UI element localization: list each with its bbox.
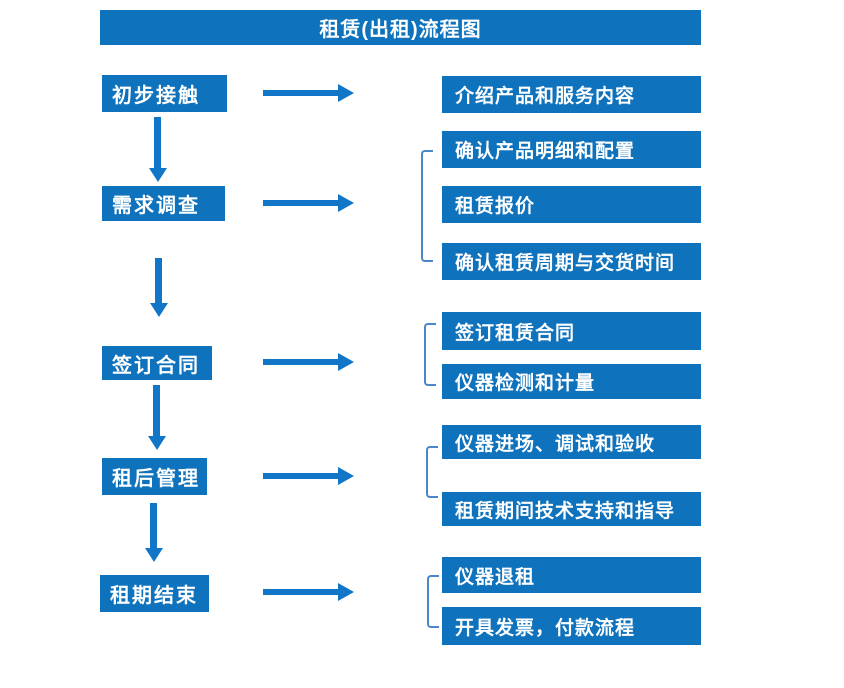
group-bracket bbox=[421, 150, 433, 262]
detail-box-confirm-period-delivery: 确认租赁周期与交货时间 bbox=[442, 243, 701, 280]
arrow-right-icon bbox=[263, 467, 354, 485]
arrow-head bbox=[150, 303, 168, 317]
stage-label: 租后管理 bbox=[112, 468, 200, 490]
arrow-head bbox=[338, 353, 354, 371]
detail-label: 租赁期间技术支持和指导 bbox=[455, 500, 676, 522]
detail-box-product-intro: 介绍产品和服务内容 bbox=[442, 76, 701, 113]
detail-label: 介绍产品和服务内容 bbox=[455, 86, 636, 107]
detail-box-rental-quote: 租赁报价 bbox=[442, 186, 701, 223]
detail-box-instrument-setup-acceptance: 仪器进场、调试和验收 bbox=[442, 425, 701, 459]
group-bracket bbox=[424, 323, 436, 386]
arrow-head bbox=[338, 583, 354, 601]
arrow-down-icon bbox=[150, 258, 168, 317]
page-title: 租赁(出租)流程图 bbox=[319, 19, 482, 41]
arrow-shaft bbox=[155, 258, 162, 303]
arrow-down-icon bbox=[149, 117, 167, 182]
stage-label: 租期结束 bbox=[110, 585, 198, 607]
stage-box-demand-survey: 需求调查 bbox=[102, 186, 225, 221]
detail-box-invoice-payment: 开具发票，付款流程 bbox=[442, 607, 701, 645]
arrow-shaft bbox=[150, 503, 157, 548]
arrow-head bbox=[338, 194, 354, 212]
detail-label: 仪器退租 bbox=[455, 566, 536, 588]
detail-box-confirm-product-config: 确认产品明细和配置 bbox=[442, 131, 701, 168]
arrow-shaft bbox=[263, 473, 339, 479]
stage-box-initial-contact: 初步接触 bbox=[102, 75, 227, 112]
arrow-head bbox=[149, 168, 167, 182]
detail-label: 仪器进场、调试和验收 bbox=[455, 433, 656, 455]
arrow-right-icon bbox=[263, 194, 354, 212]
detail-label: 租赁报价 bbox=[455, 196, 536, 217]
arrow-head bbox=[338, 84, 354, 102]
stage-label: 初步接触 bbox=[112, 85, 200, 107]
detail-label: 签订租赁合同 bbox=[455, 322, 576, 344]
arrow-right-icon bbox=[263, 353, 354, 371]
arrow-shaft bbox=[153, 385, 160, 436]
detail-label: 仪器检测和计量 bbox=[455, 373, 596, 394]
group-bracket bbox=[426, 446, 438, 498]
diagram-title-bar: 租赁(出租)流程图 bbox=[100, 10, 701, 45]
detail-label: 确认租赁周期与交货时间 bbox=[455, 253, 676, 274]
detail-box-instrument-return: 仪器退租 bbox=[442, 557, 701, 593]
arrow-head bbox=[148, 436, 166, 450]
stage-box-post-rental-management: 租后管理 bbox=[102, 458, 207, 495]
detail-label: 确认产品明细和配置 bbox=[455, 141, 636, 162]
arrow-head bbox=[145, 548, 163, 562]
stage-label: 签订合同 bbox=[112, 354, 200, 377]
arrow-down-icon bbox=[148, 385, 166, 450]
arrow-shaft bbox=[263, 359, 339, 365]
detail-box-sign-rental-contract: 签订租赁合同 bbox=[442, 312, 701, 350]
arrow-shaft bbox=[263, 589, 339, 595]
group-bracket bbox=[427, 575, 439, 628]
detail-box-tech-support: 租赁期间技术支持和指导 bbox=[442, 492, 701, 526]
stage-box-rental-end: 租期结束 bbox=[100, 575, 209, 612]
arrow-right-icon bbox=[263, 84, 354, 102]
detail-label: 开具发票，付款流程 bbox=[455, 617, 636, 639]
arrow-shaft bbox=[154, 117, 161, 168]
stage-label: 需求调查 bbox=[112, 195, 200, 217]
arrow-shaft bbox=[263, 90, 339, 96]
arrow-down-icon bbox=[145, 503, 163, 562]
arrow-shaft bbox=[263, 200, 339, 206]
stage-box-sign-contract: 签订合同 bbox=[102, 346, 212, 380]
arrow-right-icon bbox=[263, 583, 354, 601]
arrow-head bbox=[338, 467, 354, 485]
detail-box-instrument-inspection: 仪器检测和计量 bbox=[442, 364, 701, 399]
